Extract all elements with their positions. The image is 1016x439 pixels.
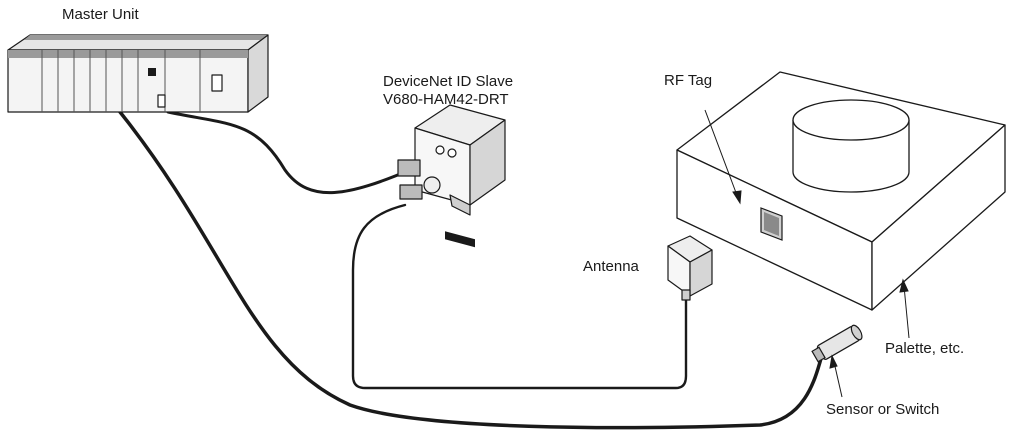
devicenet-slave bbox=[397, 104, 506, 248]
palette-box bbox=[676, 71, 1006, 311]
sensor-label: Sensor or Switch bbox=[826, 401, 940, 418]
leader-lines bbox=[704, 109, 910, 398]
rf-tag bbox=[760, 207, 783, 241]
sensor-device bbox=[811, 324, 863, 363]
antenna-cable bbox=[351, 203, 688, 390]
slave-label-line2: V680-HAM42-DRT bbox=[383, 91, 509, 108]
antenna-device bbox=[667, 235, 713, 301]
rf-tag-label: RF Tag bbox=[664, 72, 713, 89]
master-unit bbox=[7, 34, 269, 113]
slave-label-line1: DeviceNet ID Slave bbox=[383, 73, 514, 90]
devicenet-cable bbox=[166, 110, 412, 195]
master-unit-label: Master Unit bbox=[62, 6, 139, 23]
palette-label: Palette, etc. bbox=[885, 340, 965, 357]
antenna-label: Antenna bbox=[583, 258, 639, 275]
cables bbox=[118, 110, 824, 430]
sensor-cable bbox=[118, 110, 824, 430]
